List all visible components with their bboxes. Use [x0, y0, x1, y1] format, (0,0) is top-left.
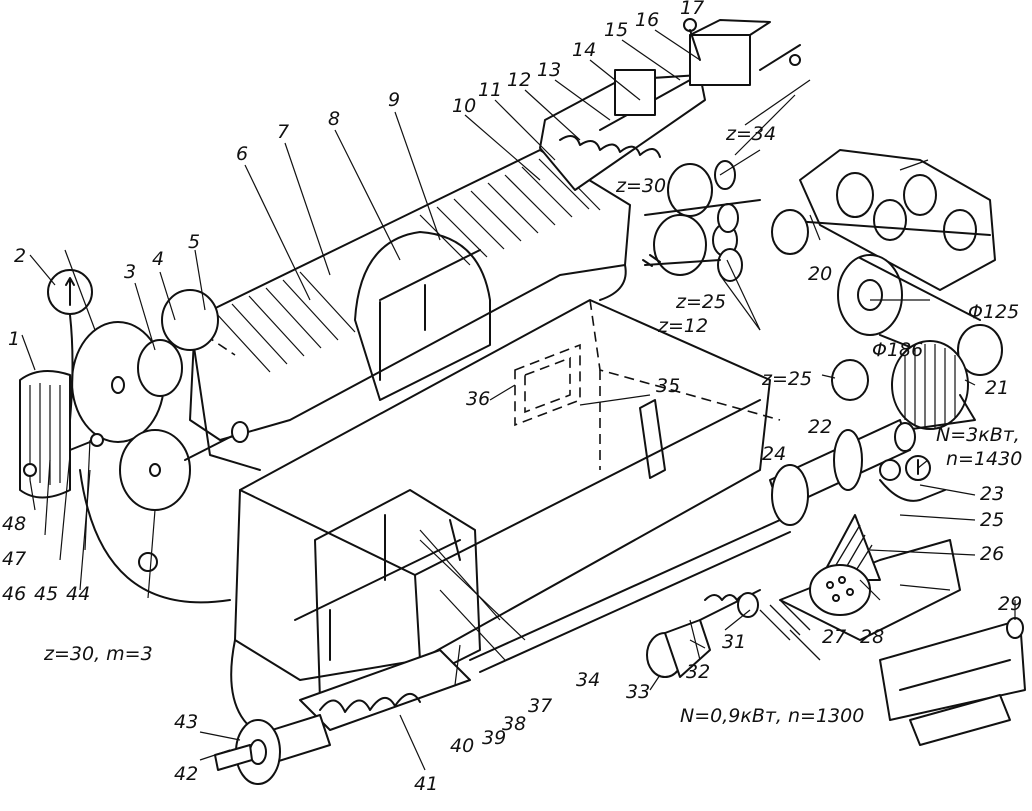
- motor-speed-label: n=1430: [946, 448, 1022, 470]
- callout-26: 26: [980, 543, 1004, 565]
- callout-15: 15: [604, 19, 628, 41]
- callout-22: 22: [808, 416, 832, 438]
- callout-46: 46: [2, 583, 26, 605]
- callout-8: 8: [328, 108, 340, 130]
- callout-13: 13: [537, 59, 561, 81]
- screw-feeder: [539, 18, 801, 191]
- callout-28: 28: [860, 626, 884, 648]
- callout-14: 14: [572, 39, 596, 61]
- motor-power-label: N=3кВт,: [936, 424, 1020, 446]
- pulley-label-d125: Φ125: [968, 301, 1019, 323]
- callout-39: 39: [482, 727, 506, 749]
- callout-45: 45: [34, 583, 58, 605]
- left-gearing: [71, 289, 249, 511]
- callout-11: 11: [478, 79, 502, 101]
- callout-43: 43: [174, 711, 198, 733]
- callout-numbers: 1 2 3 4 5 6 7 8 9 10 11 12 13 14 15 16 1…: [2, 0, 1022, 795]
- callout-44: 44: [66, 583, 90, 605]
- gear-train: [642, 160, 869, 401]
- callout-12: 12: [507, 69, 531, 91]
- gear-label-z34: z=34: [725, 123, 776, 145]
- gear-label-z30: z=30: [615, 175, 666, 197]
- callout-35: 35: [656, 375, 680, 397]
- callout-37: 37: [528, 695, 552, 717]
- callout-42: 42: [174, 763, 198, 785]
- callout-27: 27: [822, 626, 846, 648]
- callout-2: 2: [14, 245, 26, 267]
- callout-21: 21: [985, 377, 1009, 399]
- callout-36: 36: [466, 388, 490, 410]
- gear-label-z25b: z=25: [761, 368, 812, 390]
- callout-29: 29: [998, 593, 1022, 615]
- callout-23: 23: [980, 483, 1004, 505]
- callout-4: 4: [152, 248, 164, 270]
- callout-17: 17: [680, 0, 704, 19]
- discharge-screw: [214, 649, 471, 785]
- callout-31: 31: [722, 631, 746, 653]
- callout-9: 9: [388, 89, 400, 111]
- gear-label-z25a: z=25: [675, 291, 726, 313]
- callout-3: 3: [124, 261, 136, 283]
- belt-drive: [771, 149, 1003, 431]
- callout-6: 6: [236, 143, 248, 165]
- callout-40: 40: [450, 735, 474, 757]
- callout-7: 7: [277, 121, 289, 143]
- right-shaft: [769, 419, 946, 526]
- gear-label-z12: z=12: [657, 315, 708, 337]
- callout-32: 32: [686, 661, 710, 683]
- callout-41: 41: [414, 773, 438, 795]
- callout-20: 20: [808, 263, 832, 285]
- callout-34: 34: [576, 669, 600, 691]
- spec-labels: z=34 z=30 z=25 z=12 z=25 z=30, m=3 Φ125 …: [43, 123, 1022, 727]
- callout-10: 10: [452, 95, 476, 117]
- small-motor-label: N=0,9кВт, n=1300: [680, 705, 864, 727]
- leader-lines: [21, 29, 1016, 771]
- gear-label-z30-m3: z=30, m=3: [43, 643, 153, 665]
- callout-5: 5: [188, 231, 200, 253]
- callout-48: 48: [2, 513, 26, 535]
- callout-16: 16: [635, 9, 659, 31]
- gauge-and-container: [19, 269, 931, 499]
- callout-33: 33: [626, 681, 650, 703]
- callout-38: 38: [502, 713, 526, 735]
- callout-25: 25: [980, 509, 1004, 531]
- callout-24: 24: [762, 443, 786, 465]
- pulley-label-d186: Φ186: [872, 339, 923, 361]
- callout-1: 1: [8, 328, 20, 350]
- drive-shaft: [469, 519, 791, 678]
- callout-47: 47: [2, 548, 26, 570]
